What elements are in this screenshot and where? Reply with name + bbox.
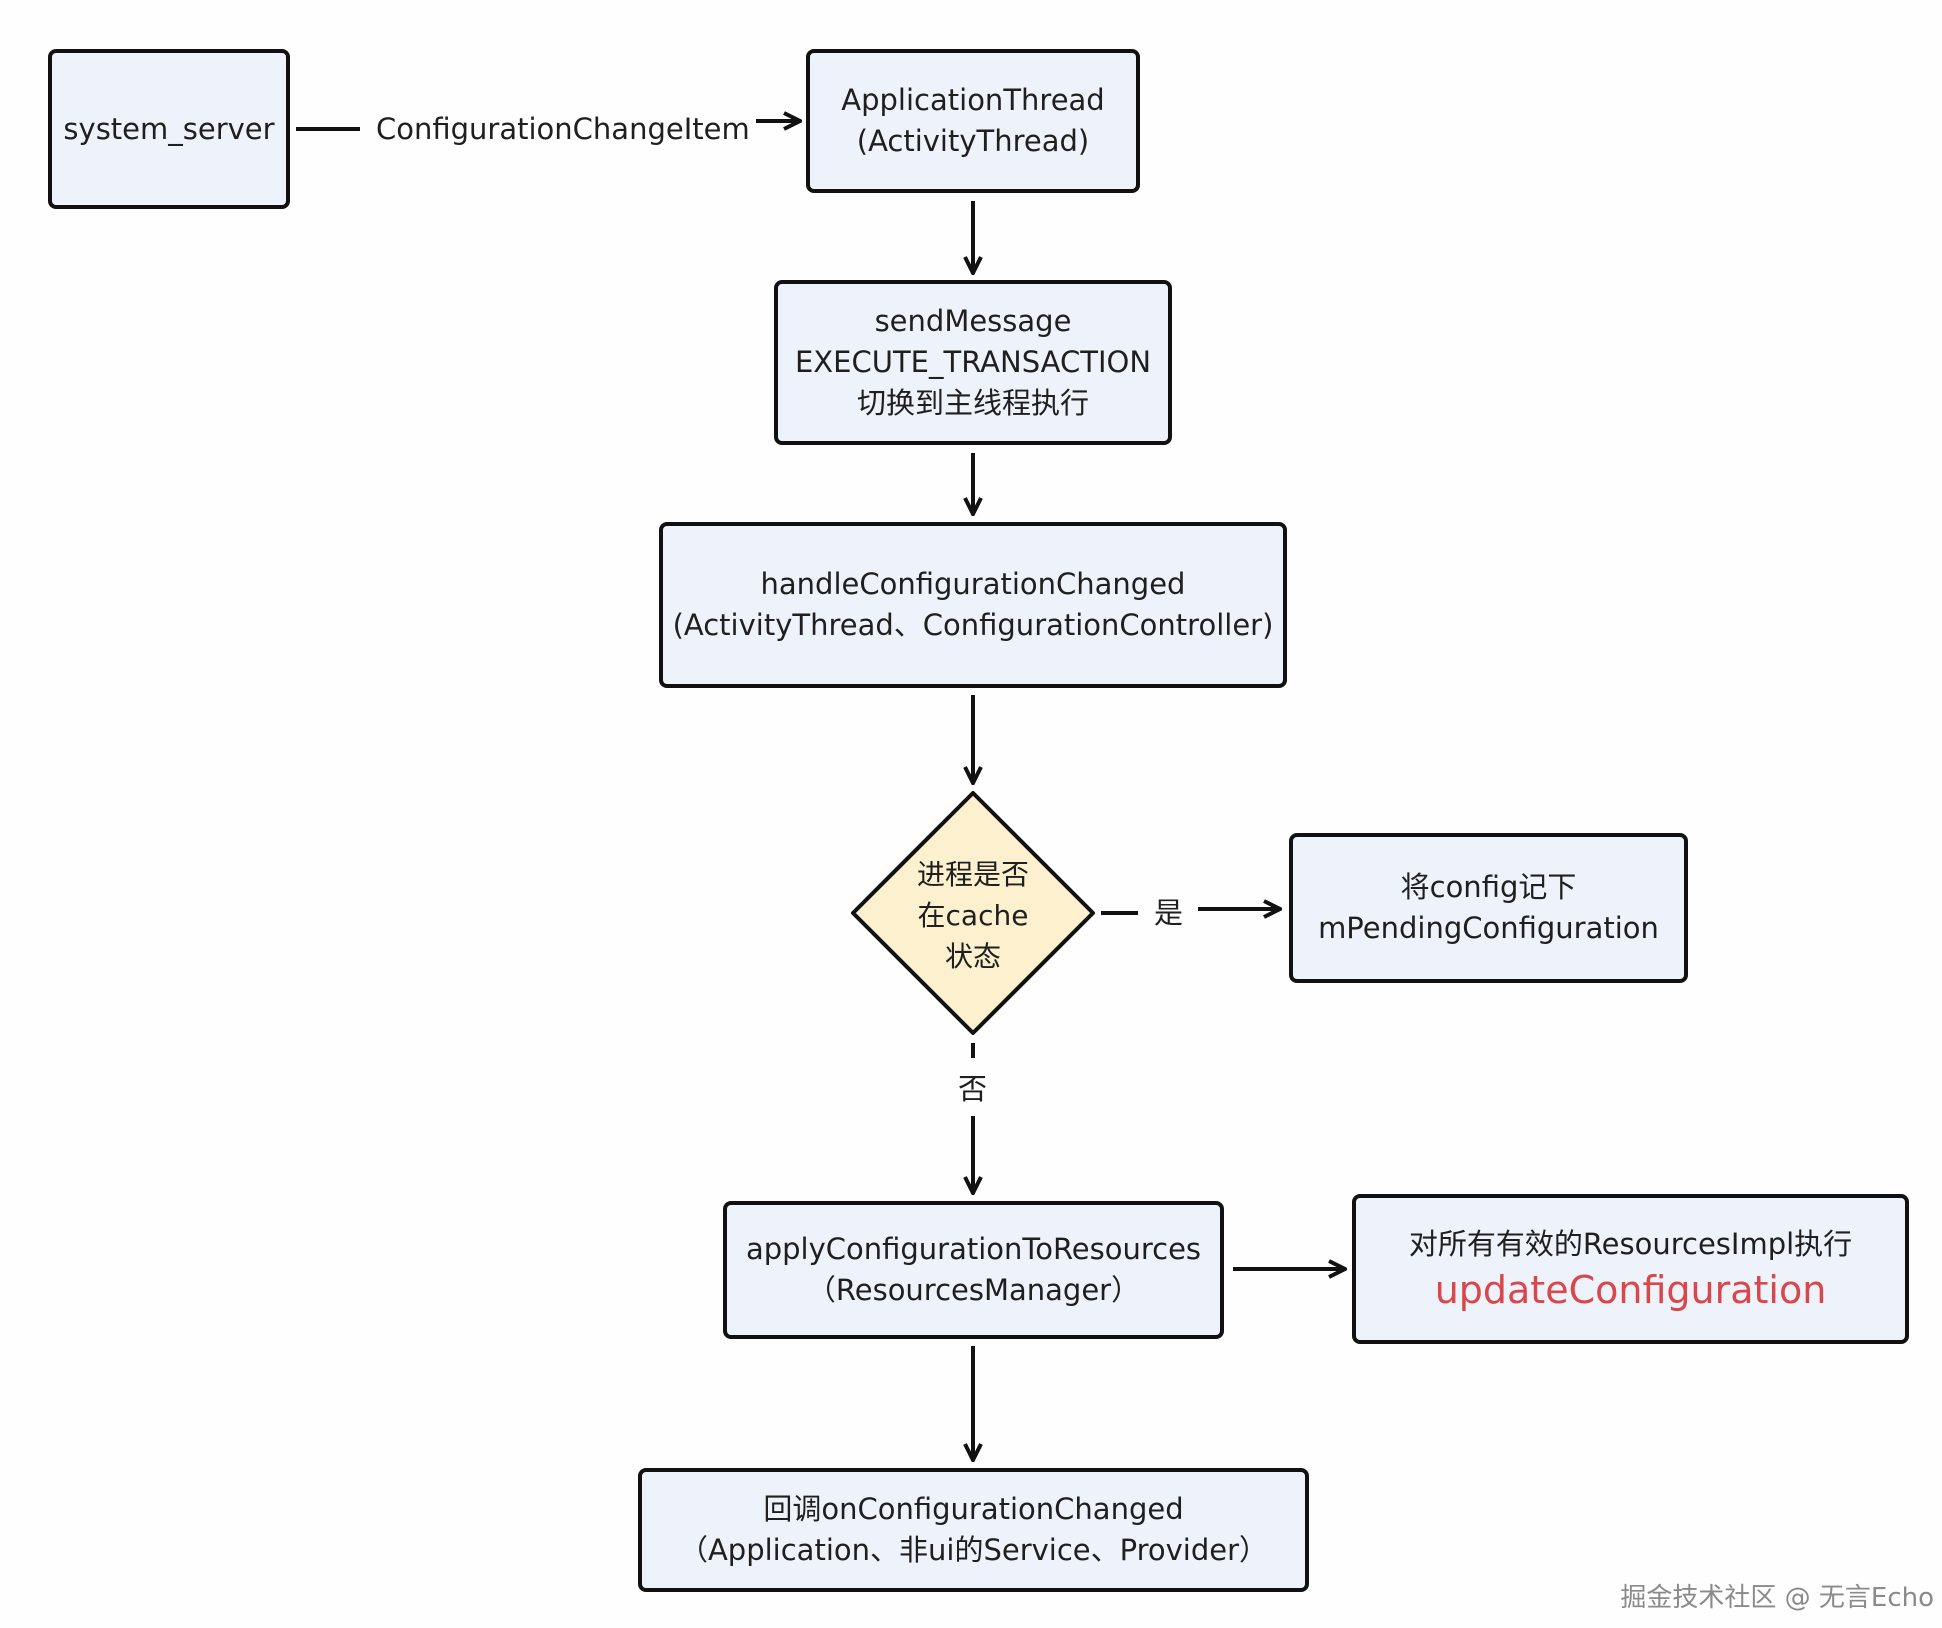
callback-box: 回调onConfigurationChanged （Application、非u… bbox=[638, 1468, 1309, 1592]
decision-line-2: 在cache bbox=[917, 898, 1029, 932]
pending-config-label: 将config记下 bbox=[1400, 870, 1577, 904]
update-config-label: 对所有有效的ResourcesImpl执行 bbox=[1408, 1226, 1853, 1261]
decision-line-1: 进程是否 bbox=[916, 857, 1029, 891]
edge-label-yes: 是 bbox=[1148, 895, 1190, 931]
send-message-label: sendMessage bbox=[874, 304, 1072, 338]
system-server-label: system_server bbox=[63, 111, 275, 146]
edge-label-config-change-item: ConfigurationChangeItem bbox=[370, 111, 756, 147]
callback-label: 回调onConfigurationChanged bbox=[763, 1492, 1184, 1526]
apply-config-box: applyConfigurationToResources （Resources… bbox=[723, 1201, 1224, 1339]
update-config-method: updateConfiguration bbox=[1434, 1267, 1827, 1312]
pending-config-field: mPendingConfiguration bbox=[1318, 911, 1659, 945]
decision-text: 进程是否 在cache 状态 bbox=[906, 850, 1040, 980]
system-server-box: system_server bbox=[48, 49, 290, 209]
update-config-box: 对所有有效的ResourcesImpl执行 updateConfiguratio… bbox=[1352, 1194, 1909, 1344]
application-thread-label: ApplicationThread bbox=[841, 83, 1105, 117]
decision-line-3: 状态 bbox=[944, 939, 1001, 973]
application-thread-sublabel: (ActivityThread) bbox=[856, 124, 1090, 158]
decision-diamond bbox=[851, 791, 1095, 1035]
handle-config-sublabel: (ActivityThread、ConfigurationController) bbox=[672, 608, 1274, 642]
apply-config-label: applyConfigurationToResources bbox=[745, 1232, 1202, 1266]
application-thread-box: ApplicationThread (ActivityThread) bbox=[806, 49, 1140, 193]
apply-config-sublabel: （ResourcesManager） bbox=[806, 1273, 1141, 1307]
edge-label-no: 否 bbox=[952, 1071, 994, 1107]
handle-config-box: handleConfigurationChanged (ActivityThre… bbox=[659, 522, 1287, 688]
handle-config-label: handleConfigurationChanged bbox=[760, 567, 1186, 601]
send-message-box: sendMessage EXECUTE_TRANSACTION 切换到主线程执行 bbox=[774, 280, 1172, 445]
watermark: 掘金技术社区 @ 无言Echo bbox=[1620, 1583, 1934, 1613]
send-message-type: EXECUTE_TRANSACTION bbox=[794, 345, 1152, 379]
pending-config-box: 将config记下 mPendingConfiguration bbox=[1289, 833, 1688, 983]
callback-sublabel: （Application、非ui的Service、Provider） bbox=[678, 1533, 1269, 1567]
send-message-note: 切换到主线程执行 bbox=[856, 386, 1089, 420]
